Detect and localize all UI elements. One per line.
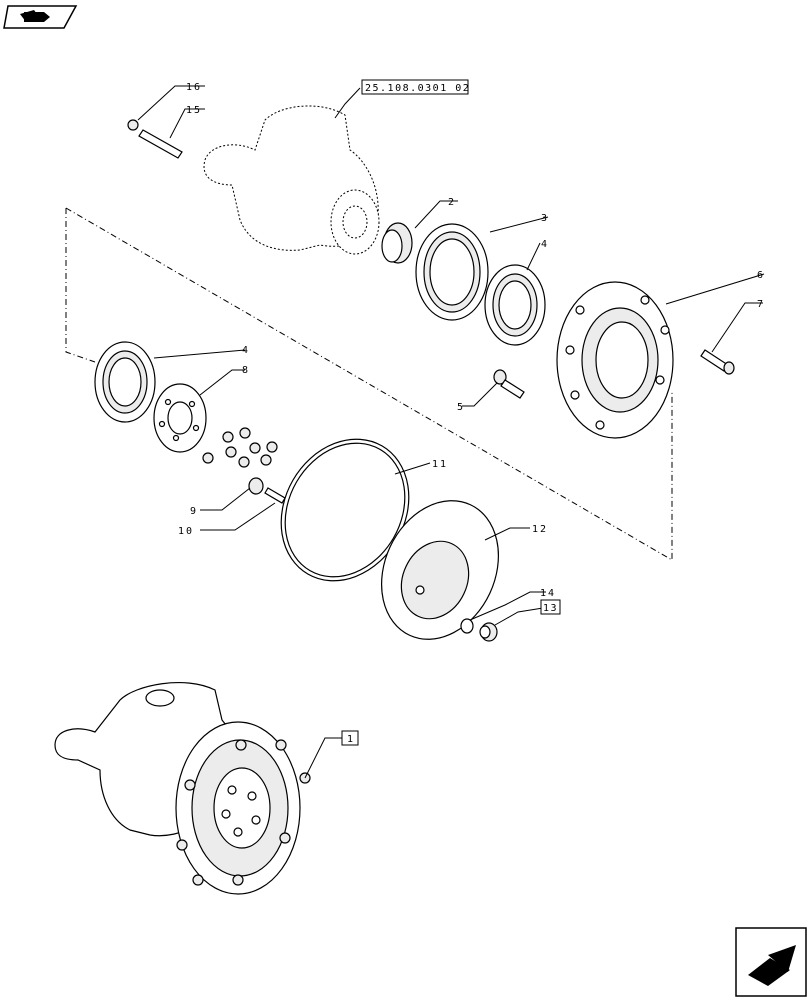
part-3-seal bbox=[415, 223, 489, 321]
steering-knuckle-reference bbox=[203, 105, 380, 255]
label-part-14: 14 bbox=[540, 588, 556, 599]
part-16-nut bbox=[127, 119, 139, 131]
label-part-15: 15 bbox=[186, 105, 202, 116]
label-part-7: 7 bbox=[757, 299, 765, 310]
part-9-sleeve bbox=[248, 477, 264, 495]
label-part-5: 5 bbox=[457, 402, 465, 413]
label-part-10: 10 bbox=[178, 526, 194, 537]
part-12-cover bbox=[380, 500, 500, 640]
label-box-part-13[interactable]: 13 bbox=[540, 599, 561, 615]
part-5-stud bbox=[493, 369, 525, 399]
label-part-11: 11 bbox=[432, 459, 448, 470]
label-part-9: 9 bbox=[190, 506, 198, 517]
label-part-6: 6 bbox=[757, 270, 765, 281]
part-4-bearing-lower bbox=[94, 341, 156, 423]
part-2-cap bbox=[381, 222, 413, 264]
leader-lines bbox=[137, 85, 765, 779]
label-part-4-lower: 4 bbox=[242, 345, 250, 356]
label-part-3: 3 bbox=[541, 213, 549, 224]
part-8-ring-plate bbox=[153, 383, 207, 453]
reference-label[interactable]: 25.108.0301 02 bbox=[361, 79, 470, 95]
book-arrow-icon[interactable] bbox=[3, 5, 78, 29]
label-box-part-1[interactable]: 1 bbox=[341, 730, 359, 746]
label-part-1: 1 bbox=[347, 734, 355, 745]
label-part-13: 13 bbox=[543, 603, 558, 614]
label-part-4-upper: 4 bbox=[541, 239, 549, 250]
part-4-bearing-upper bbox=[484, 264, 546, 346]
part-15-pin bbox=[138, 129, 183, 159]
label-part-8: 8 bbox=[242, 365, 250, 376]
part-13-plug bbox=[479, 622, 498, 642]
part-7-bolt bbox=[700, 349, 735, 375]
label-part-16: 16 bbox=[186, 82, 202, 93]
label-part-12: 12 bbox=[532, 524, 548, 535]
next-page-arrow-icon[interactable] bbox=[735, 927, 807, 997]
part-11-o-ring bbox=[280, 438, 410, 582]
label-part-2: 2 bbox=[448, 197, 456, 208]
assembly-line-left bbox=[65, 208, 96, 363]
part-6-wheel-hub bbox=[556, 281, 674, 439]
part-1-hub-assembly bbox=[54, 681, 311, 895]
part-14-washer bbox=[460, 618, 474, 634]
planet-pins-cluster bbox=[202, 427, 278, 468]
reference-label-text: 25.108.0301 02 bbox=[365, 83, 470, 94]
part-10-screw bbox=[264, 487, 286, 504]
